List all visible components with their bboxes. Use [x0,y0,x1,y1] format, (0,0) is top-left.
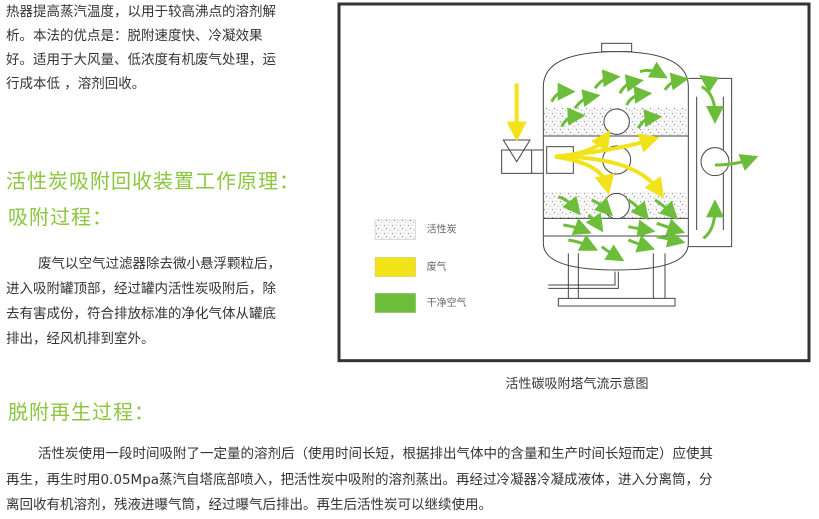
adsorption-line: 进入吸附罐顶部，经过罐内活性炭吸附后，除 [6,281,276,297]
clean-air-arrows [550,61,759,262]
legend: 活性炭 废气 干净空气 [374,219,467,313]
legend-item-clean-air: 干净空气 [374,293,467,313]
adsorption-line: 去有害成份，符合排放标准的净化气体从罐底 [6,306,276,322]
diagram-caption: 活性碳吸附塔气流示意图 [505,377,649,392]
legend-label: 废气 [427,260,447,273]
intro-line: 热器提高蒸汽温度，以用于较高沸点的溶剂解 [6,4,276,20]
desorption-line: 再生，再生时用0.05Mpa蒸汽自塔底部喷入，把活性炭中吸附的溶剂蒸出。再经过冷… [6,472,713,488]
legend-item-waste-gas: 废气 [374,257,447,277]
section-title: 活性炭吸附回收装置工作原理： [6,169,300,193]
intro-line: 好。适用于大风量、低浓度有机废气处理，运 [6,52,276,68]
legend-item-activated-carbon: 活性炭 [374,219,457,240]
intro-line: 析。本法的优点是：脱附速度快、冷凝效果 [6,28,263,44]
adsorption-title: 吸附过程： [8,205,113,229]
legend-label: 活性炭 [427,222,457,235]
desorption-line: 活性炭使用一段时间吸附了一定量的溶剂后（使用时间长短，根据排出气体中的含量和生产… [38,446,713,462]
intro-line: 行成本低 ，溶剂回收。 [6,76,146,92]
desorption-line: 离回收有机溶剂，残液进曝气筒，经过曝气后排出。再生后活性炭可以继续使用。 [6,497,492,513]
adsorption-line: 排出，经风机排到室外。 [6,331,155,347]
desorption-title: 脱附再生过程： [8,400,155,424]
waste-gas-arrows [506,83,665,199]
adsorption-line: 废气以空气过滤器除去微小悬浮颗粒后， [38,256,281,272]
legend-label: 干净空气 [427,296,467,309]
adsorption-tower-diagram: 活性炭 废气 干净空气 [337,2,811,363]
